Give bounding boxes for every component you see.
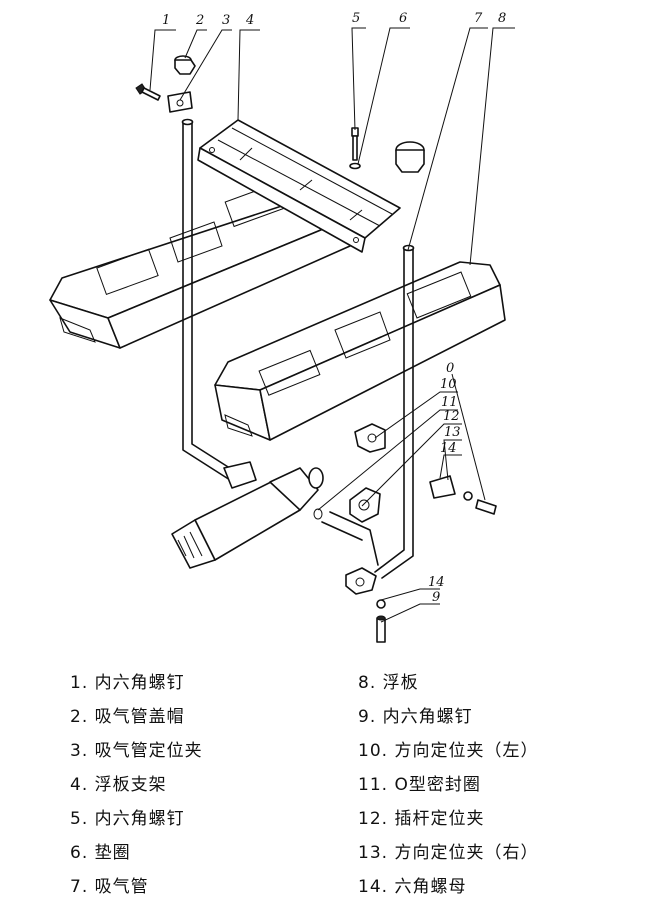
- socket-screw-part-5: [349, 127, 361, 170]
- legend-item-1: 1. 内六角螺钉: [70, 673, 185, 693]
- legend-item-4: 4. 浮板支架: [70, 775, 167, 795]
- callout-9: 9: [432, 590, 440, 605]
- legend-item-10: 10. 方向定位夹（左）: [358, 741, 539, 761]
- legend-item-3: 3. 吸气管定位夹: [70, 741, 203, 761]
- parts-legend: 1. 内六角螺钉 2. 吸气管盖帽 3. 吸气管定位夹 4. 浮板支架 5. 内…: [0, 666, 650, 906]
- callout-8: 8: [498, 11, 506, 26]
- callout-13: 13: [444, 425, 461, 440]
- suction-cap-right: [395, 141, 425, 173]
- callout-14-right: 14: [440, 441, 457, 456]
- tube-clip-part-3: [167, 91, 193, 113]
- callout-10: 10: [440, 377, 457, 392]
- o-ring-part-11: [313, 508, 323, 520]
- legend-item-9: 9. 内六角螺钉: [358, 707, 473, 727]
- float-bracket: [197, 119, 401, 253]
- hex-nut-part-14: [376, 599, 386, 609]
- leader-lines: [149, 27, 515, 623]
- legend-item-12: 12. 插杆定位夹: [358, 809, 485, 829]
- hose-assembly: [171, 467, 324, 569]
- callout-6: 6: [399, 11, 407, 26]
- bottom-clip: [345, 567, 377, 595]
- callout-4: 4: [245, 13, 254, 28]
- legend-item-2: 2. 吸气管盖帽: [70, 707, 185, 727]
- legend-item-5: 5. 内六角螺钉: [70, 809, 185, 829]
- callout-2: 2: [195, 13, 204, 28]
- callout-1: 1: [162, 13, 170, 28]
- hex-nut-right: [463, 491, 473, 501]
- callout-7: 7: [474, 11, 483, 26]
- suction-tube-right: [321, 244, 415, 579]
- legend-column-right: 8. 浮板 9. 内六角螺钉 10. 方向定位夹（左） 11. O型密封圈 12…: [358, 666, 538, 904]
- callout-14-bottom: 14: [428, 575, 445, 590]
- callout-5: 5: [352, 11, 360, 26]
- legend-column-left: 1. 内六角螺钉 2. 吸气管盖帽 3. 吸气管定位夹 4. 浮板支架 5. 内…: [70, 666, 203, 904]
- legend-item-14: 14. 六角螺母: [358, 877, 467, 897]
- callout-3: 3: [222, 13, 230, 28]
- suction-cap-part-2: [174, 55, 196, 75]
- socket-screw-part-1: [135, 83, 161, 101]
- legend-item-11: 11. O型密封圈: [358, 775, 481, 795]
- suction-tube-left: [181, 118, 257, 489]
- direction-clip-left-part-10: [354, 423, 386, 453]
- exploded-parts-diagram: 1 2 3 4 5 6 7 8 0 10 11 12 13 14 14 9: [49, 11, 515, 643]
- rod-clip-part-12: [349, 487, 381, 523]
- legend-item-7: 7. 吸气管: [70, 877, 149, 897]
- legend-item-8: 8. 浮板: [358, 673, 419, 693]
- socket-screw-right: [475, 499, 497, 515]
- legend-item-13: 13. 方向定位夹（右）: [358, 843, 539, 863]
- callout-11: 11: [441, 395, 458, 410]
- right-float: [214, 261, 506, 441]
- legend-item-6: 6. 垫圈: [70, 843, 131, 863]
- callout-0: 0: [446, 361, 454, 376]
- socket-screw-part-9: [376, 615, 386, 643]
- callout-12: 12: [443, 409, 460, 424]
- direction-clip-right-part-13: [429, 475, 456, 499]
